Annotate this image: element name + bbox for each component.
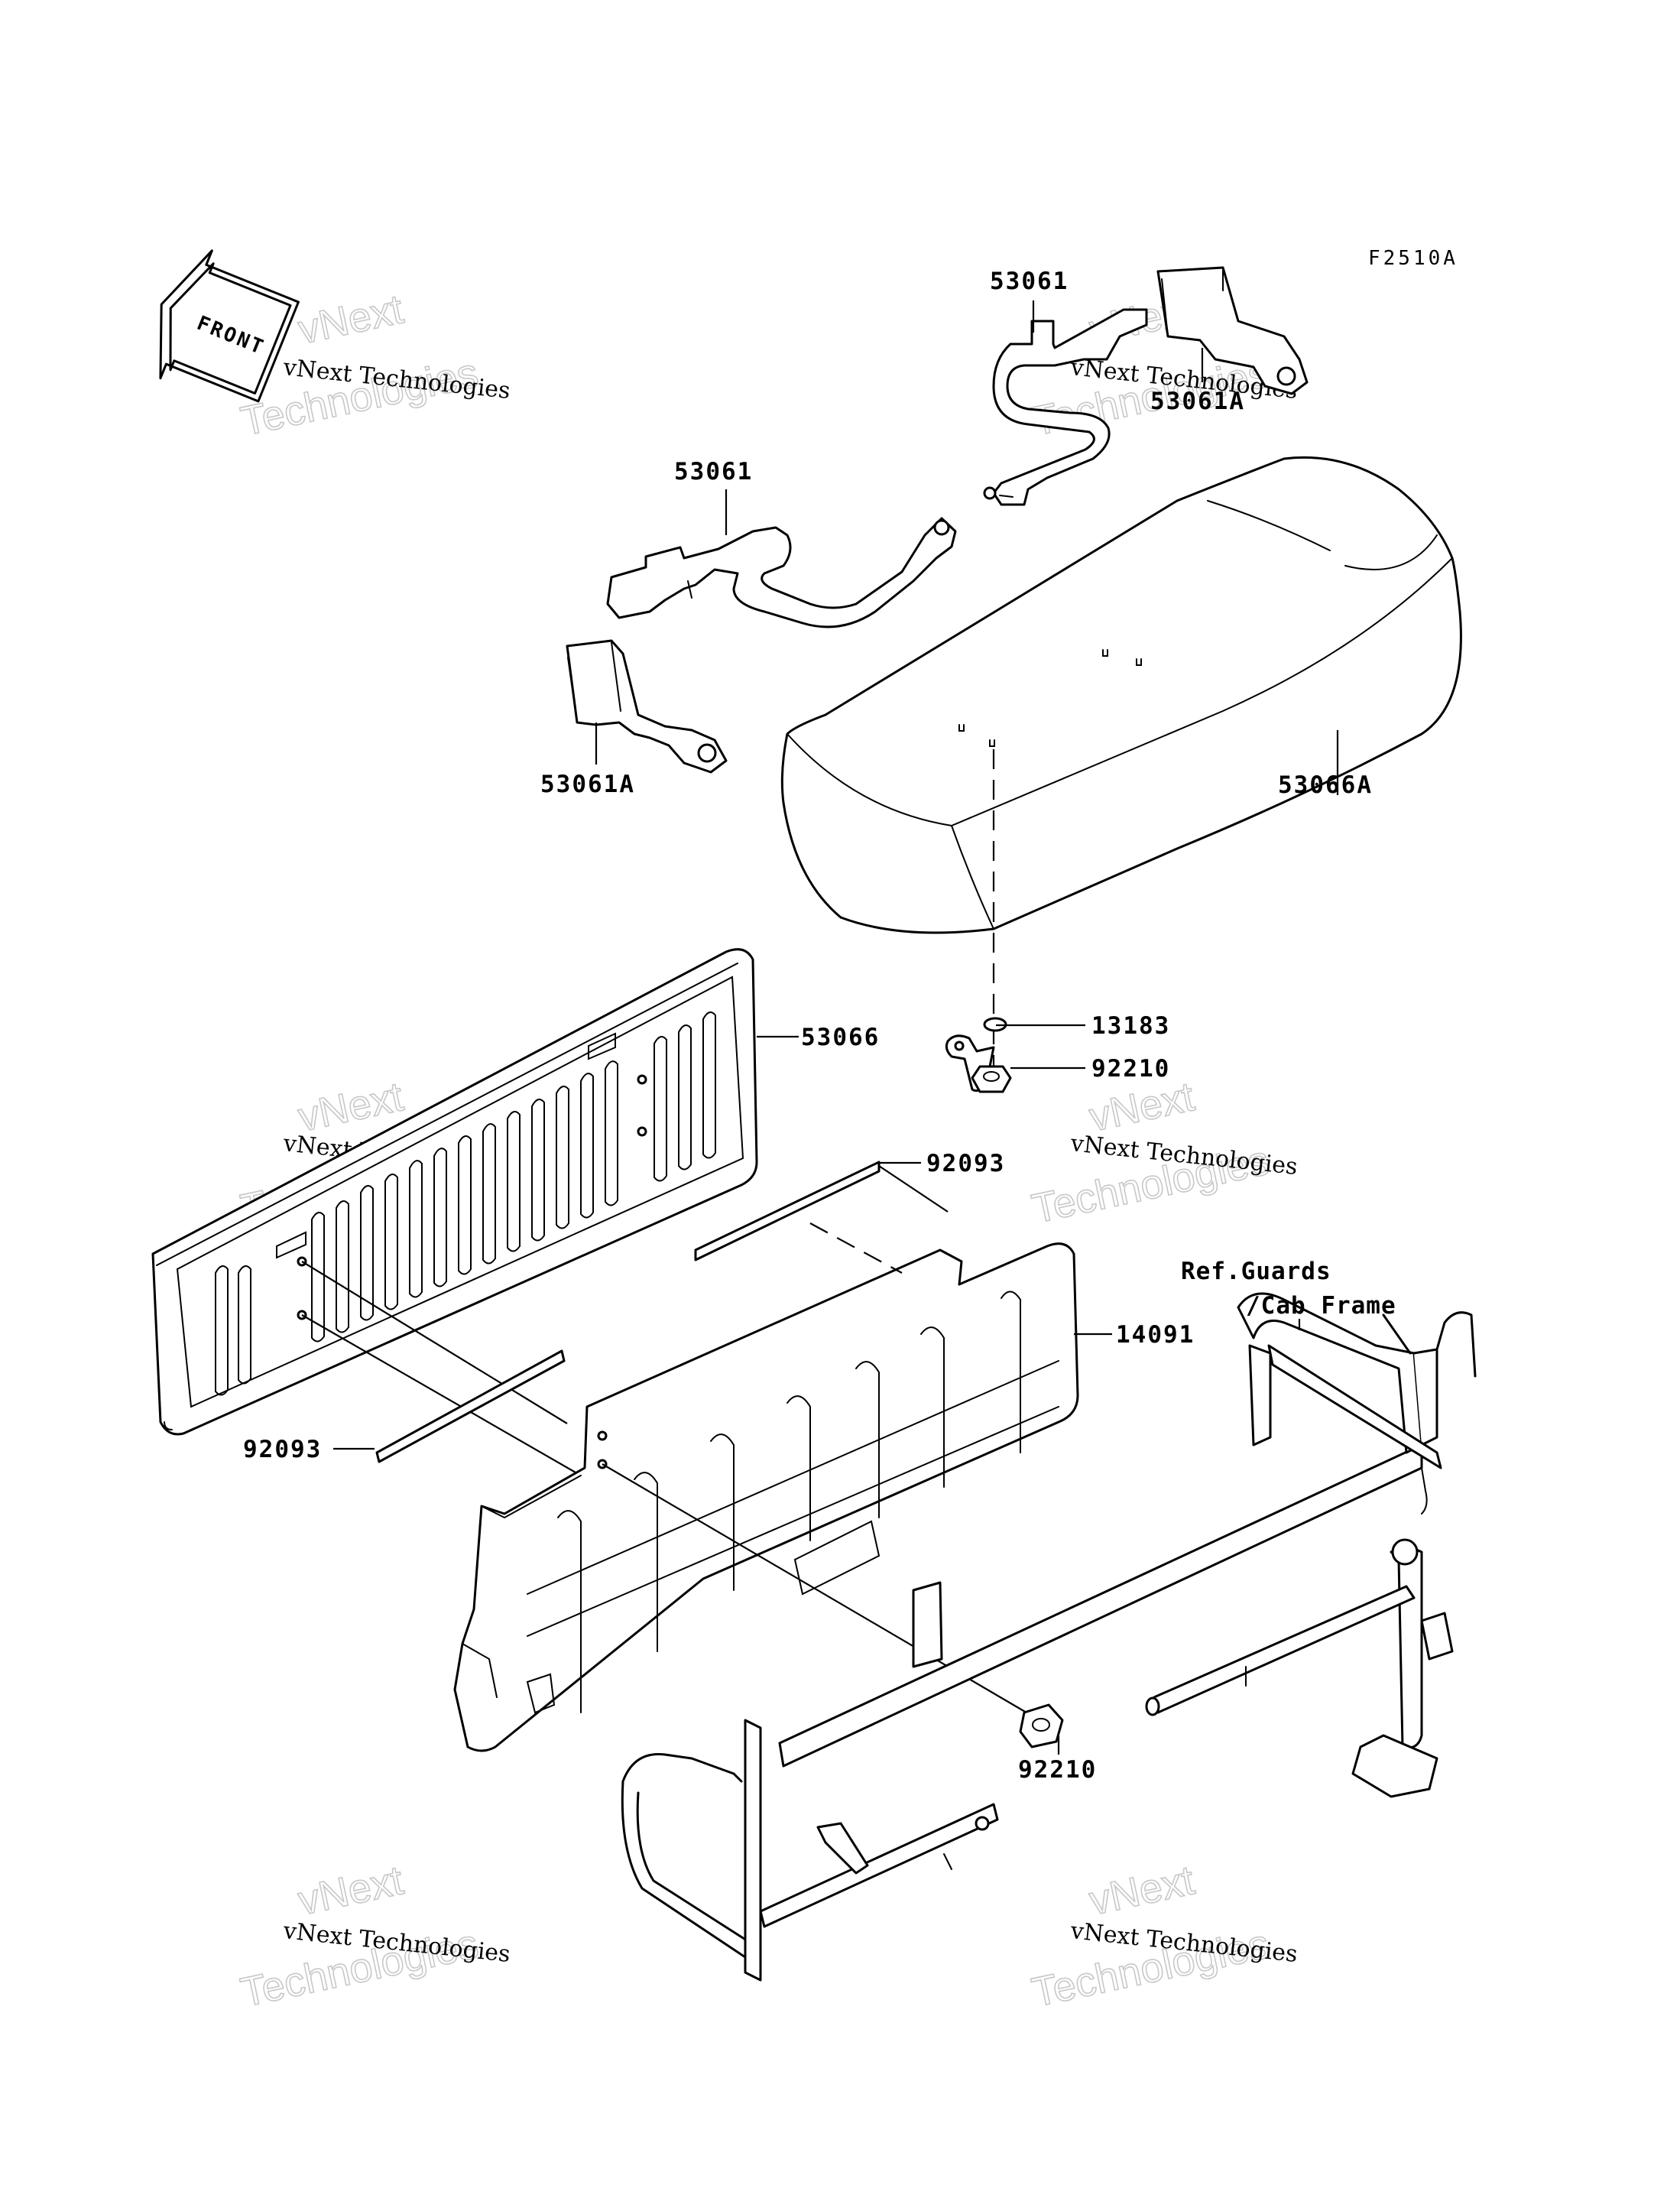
front-arrow-icon: FRONT [159,249,300,403]
mount-axis-backrest-upper [301,1261,568,1424]
seat-mount-holes [958,649,1142,747]
reference-note-line1: Ref.Guards [1181,1258,1331,1285]
buckle-left [566,639,728,774]
seat-base-ribs [557,1291,1021,1713]
callout-bracket: 13183 [1091,1012,1170,1040]
pad-upper [694,1161,881,1261]
watermark-large-1: vNext [294,286,407,352]
cab-frame [621,1292,1477,1982]
strap-upper [983,308,1148,506]
watermark-top-left: vNext Technologies vNext Technologies [236,286,511,446]
buckle-upper [1156,266,1309,395]
callout-seat-base: 14091 [1116,1321,1195,1349]
watermark-large-1: vNext [294,1857,407,1924]
mount-axis-backrest-lower [301,1314,582,1476]
watermark-bottom-right: vNext Technologies vNext Technologies [1027,1857,1299,2017]
callout-seat-cushion: 53066A [1278,771,1373,799]
seat-cushion [780,456,1462,934]
callout-strap-left: 53061 [674,458,753,485]
watermark-mid-right: vNext Technologies vNext Technologies [1027,1073,1299,1233]
seat-base [453,1242,1079,1752]
callout-nut-lower: 92210 [1018,1756,1097,1784]
watermark-large-1: vNext [1085,1073,1198,1140]
callout-pad-lower: 92093 [243,1436,322,1463]
backrest [151,948,758,1436]
mount-axis-pad [809,1222,903,1274]
reference-note-line2: /Cab Frame [1246,1292,1396,1320]
nut-upper [971,1065,1012,1093]
nut-lower [1019,1703,1064,1748]
strap-left [606,517,957,628]
callout-buckle-left: 53061A [540,771,635,798]
figure-code: F2510A [1368,247,1458,270]
watermark-bottom-left: vNext Technologies vNext Technologies [236,1857,511,2017]
pad-upper-arm [878,1165,949,1213]
callout-strap-upper: 53061 [990,268,1069,295]
watermark-large-1: vNext [1085,1857,1198,1924]
callout-buckle-upper: 53061A [1150,388,1245,415]
pad-lower [375,1349,566,1463]
callout-backrest: 53066 [801,1024,880,1051]
callout-nut-upper: 92210 [1091,1055,1170,1083]
backrest-ribs [215,1011,716,1396]
callout-pad-upper: 92093 [926,1150,1005,1177]
